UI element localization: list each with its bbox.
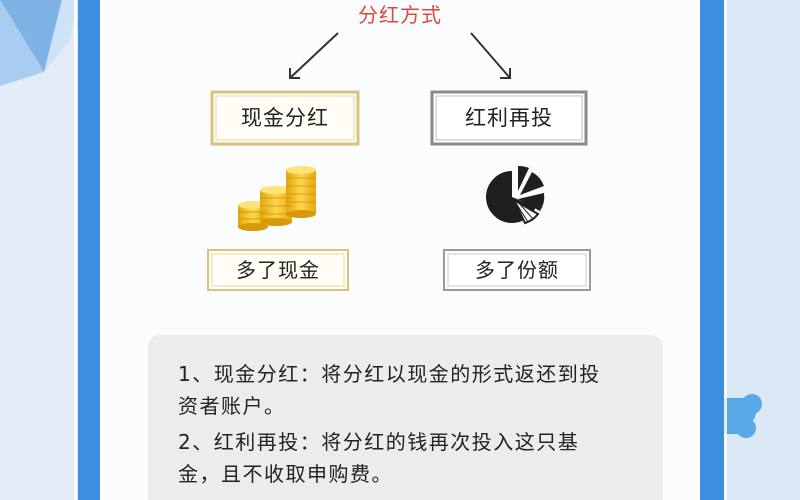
more-shares-label: 多了份额 — [475, 258, 559, 282]
puzzle-piece-decoration — [724, 394, 762, 438]
more-shares-box — [443, 249, 591, 291]
note-line-3: 2、红利再投：将分红的钱再次投入这只基 — [178, 430, 580, 454]
paper-plane-decoration — [0, 0, 78, 86]
right-frame — [700, 0, 724, 500]
diagram-title: 分红方式 — [358, 3, 442, 27]
pie-chart-icon — [486, 165, 545, 225]
cash-dividend-label: 现金分红 — [241, 106, 329, 130]
note-line-2: 资者账户。 — [178, 394, 286, 418]
note-line-1: 1、现金分红：将分红以现金的形式返还到投 — [178, 362, 601, 386]
arrow-left-icon — [289, 32, 339, 79]
dividend-reinvest-label: 红利再投 — [465, 106, 553, 130]
arrow-right-icon — [470, 32, 511, 79]
more-cash-box — [207, 249, 349, 291]
left-frame — [78, 0, 100, 500]
left-backdrop — [0, 0, 80, 500]
note-line-4: 金，且不收取申购费。 — [178, 462, 393, 486]
more-cash-label: 多了现金 — [236, 258, 320, 282]
explanation-note: 1、现金分红：将分红以现金的形式返还到投 资者账户。 2、红利再投：将分红的钱再… — [148, 335, 663, 500]
cash-option-box — [210, 90, 360, 146]
reinvest-option-box — [430, 90, 588, 146]
coin-stacks-icon — [238, 166, 316, 231]
